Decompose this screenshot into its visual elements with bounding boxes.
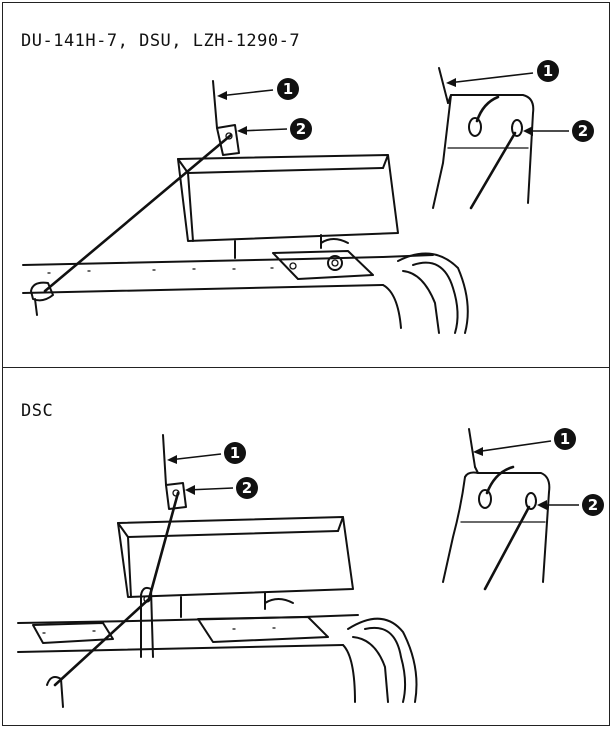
display-box-top bbox=[177, 154, 399, 259]
callout-2-left-bottom: 2 bbox=[185, 477, 258, 499]
callout-1-label: 1 bbox=[543, 62, 553, 80]
thread-line-bottom bbox=[53, 491, 180, 687]
illustration-bottom: 1 2 1 bbox=[3, 367, 608, 725]
callout-1-left-top: 1 bbox=[217, 78, 299, 100]
thread-guide-post-bottom bbox=[162, 434, 187, 510]
callout-1-label: 1 bbox=[560, 430, 570, 448]
panel-divider bbox=[3, 367, 609, 368]
thread-guide-detail-bottom: 1 2 bbox=[442, 428, 604, 591]
middle-thread-guide-bottom bbox=[140, 586, 154, 658]
callout-2-label: 2 bbox=[242, 479, 252, 497]
display-box-bottom bbox=[117, 516, 354, 618]
callout-2-label: 2 bbox=[578, 122, 588, 140]
tension-plate-top bbox=[272, 250, 374, 280]
panel-title-top: DU-141H-7, DSU, LZH-1290-7 bbox=[21, 31, 301, 51]
illustration-top: 1 2 1 bbox=[3, 3, 608, 363]
machine-arm-top bbox=[22, 252, 469, 334]
figure-frame: DU-141H-7, DSU, LZH-1290-7 bbox=[2, 2, 610, 726]
machine-arm-bottom bbox=[17, 614, 418, 703]
panel-title-bottom: DSC bbox=[21, 401, 54, 421]
callout-2-left-top: 2 bbox=[237, 118, 312, 140]
lower-thread-guide-bottom bbox=[46, 676, 64, 708]
thread-guide-diagram-bottom: 1 2 1 bbox=[17, 428, 604, 708]
thread-guide-post-top bbox=[212, 80, 240, 156]
callout-2-label: 2 bbox=[588, 496, 598, 514]
thread-guide-diagram-top: 1 2 1 bbox=[22, 60, 594, 334]
callout-1-left-bottom: 1 bbox=[167, 442, 246, 464]
callout-1-label: 1 bbox=[283, 80, 293, 98]
callout-1-label: 1 bbox=[230, 444, 240, 462]
thread-line-top bbox=[43, 133, 233, 293]
lower-thread-guide-top bbox=[30, 281, 54, 316]
callout-2-label: 2 bbox=[296, 120, 306, 138]
thread-guide-detail-top: 1 2 bbox=[432, 60, 594, 210]
